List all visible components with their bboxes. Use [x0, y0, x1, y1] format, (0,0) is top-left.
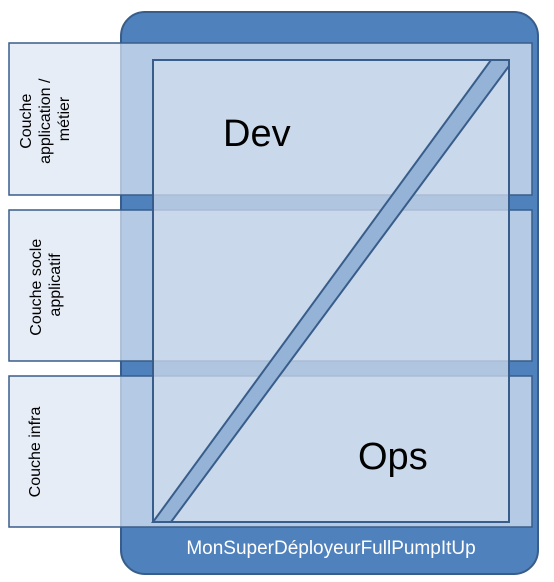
- tool-label: MonSuperDéployeurFullPumpItUp: [186, 538, 475, 559]
- layer-label-socle: Couche socle applicatif: [28, 234, 64, 335]
- layer-label-application: Couche application / métier: [18, 74, 73, 164]
- layer-label-infra: Couche infra: [27, 407, 44, 498]
- ops-label: Ops: [358, 436, 428, 478]
- dev-label: Dev: [223, 113, 291, 155]
- dev-ops-diagonal: [151, 59, 510, 523]
